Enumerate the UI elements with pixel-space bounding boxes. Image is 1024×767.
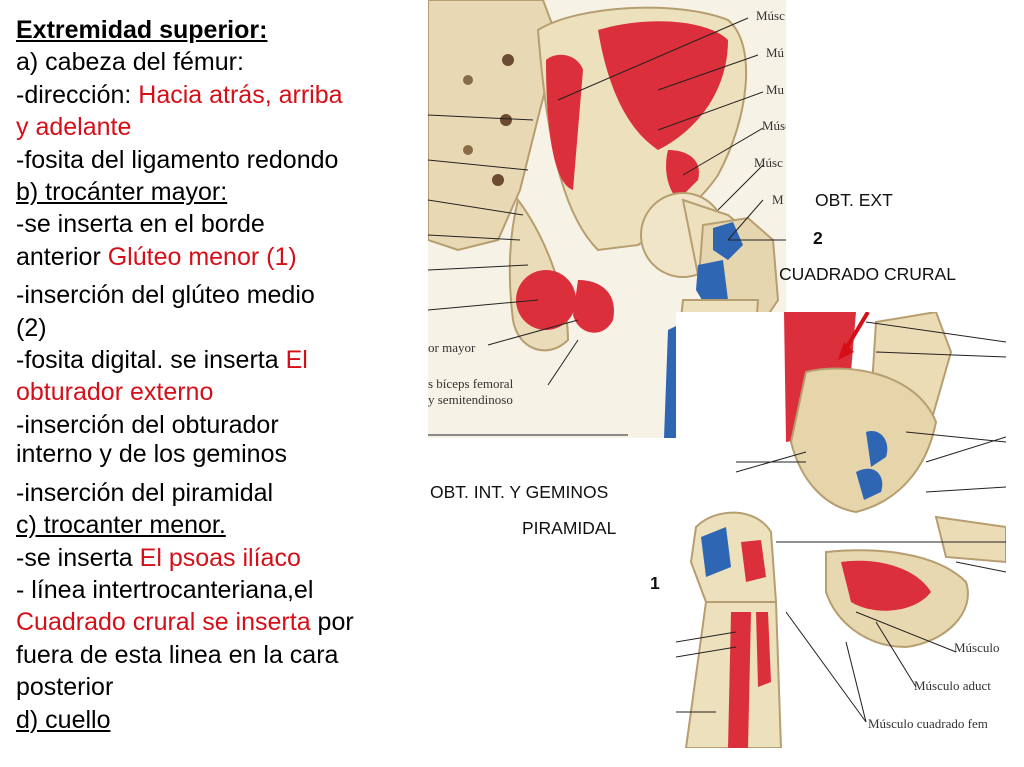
- line-cara: fuera de esta linea en la cara: [16, 640, 339, 669]
- line-cuadrado: Cuadrado crural se inserta por: [16, 608, 354, 637]
- line-direccion: -dirección: Hacia atrás, arriba: [16, 80, 343, 109]
- caption-musculo: Músculo: [954, 640, 1000, 655]
- line-posterior: posterior: [16, 673, 114, 702]
- line-gluteo-menor: anterior Glúteo menor (1): [16, 242, 297, 271]
- line-obturador-interno: -inserción del obturador: [16, 410, 279, 439]
- line-psoas: -se inserta El psoas ilíaco: [16, 543, 301, 572]
- caption-musc-1: Músc: [756, 8, 785, 23]
- caption-musculo-aduct: Músculo aduct: [914, 678, 991, 693]
- line-fosita: -fosita del ligamento redondo: [16, 145, 339, 174]
- line-piramidal: -inserción del piramidal: [16, 478, 274, 507]
- label-num-1: 1: [650, 573, 660, 593]
- label-num-2: 2: [813, 228, 823, 248]
- item-trocanter-menor: c) trocanter menor.: [16, 511, 226, 540]
- line-obturador-externo: obturador externo: [16, 378, 214, 407]
- heading-extremidad: Extremidad superior:: [16, 16, 268, 44]
- item-cuello: d) cuello: [16, 705, 111, 734]
- line-inserta-borde: -se inserta en el borde: [16, 210, 265, 239]
- caption-musc-2: Mú: [766, 45, 785, 60]
- label-cuadrado-crural: CUADRADO CRURAL: [779, 264, 956, 284]
- label-piramidal: PIRAMIDAL: [522, 518, 617, 538]
- line-direccion-cont: y adelante: [16, 113, 132, 142]
- line-gluteo-medio: -inserción del glúteo medio: [16, 281, 315, 310]
- label-obt-ext: OBT. EXT: [815, 190, 893, 210]
- caption-musc-6: M: [772, 192, 784, 207]
- body-text: Extremidad superior: a) cabeza del fémur…: [16, 14, 436, 736]
- caption-cuadrado-femoral: Músculo cuadrado fem: [868, 716, 988, 731]
- hip-illustration-bottom: Músculo Músculo aduct Músculo cuadrado f…: [676, 312, 1006, 748]
- caption-musc-5: Músc: [754, 155, 783, 170]
- caption-biceps-femoral: s bíceps femoral: [428, 376, 514, 391]
- caption-gluteo-mayor: or mayor: [428, 340, 476, 355]
- line-geminos: interno y de los geminos: [16, 440, 287, 469]
- item-cabeza: a) cabeza del fémur:: [16, 48, 244, 77]
- line-fosita-digital: -fosita digital. se inserta El: [16, 346, 308, 375]
- caption-semitendinoso: y semitendinoso: [428, 392, 513, 407]
- pelvis-posterior-drawing: [676, 312, 1006, 748]
- line-num2: (2): [16, 313, 47, 342]
- line-intertrocanteriana: - línea intertrocanteriana,el: [16, 575, 314, 604]
- item-trocanter-mayor: b) trocánter mayor:: [16, 178, 228, 207]
- caption-musc-4: Músc: [762, 118, 786, 133]
- caption-musc-3: Mu: [766, 82, 785, 97]
- label-obt-int-geminos: OBT. INT. Y GEMINOS: [430, 482, 609, 502]
